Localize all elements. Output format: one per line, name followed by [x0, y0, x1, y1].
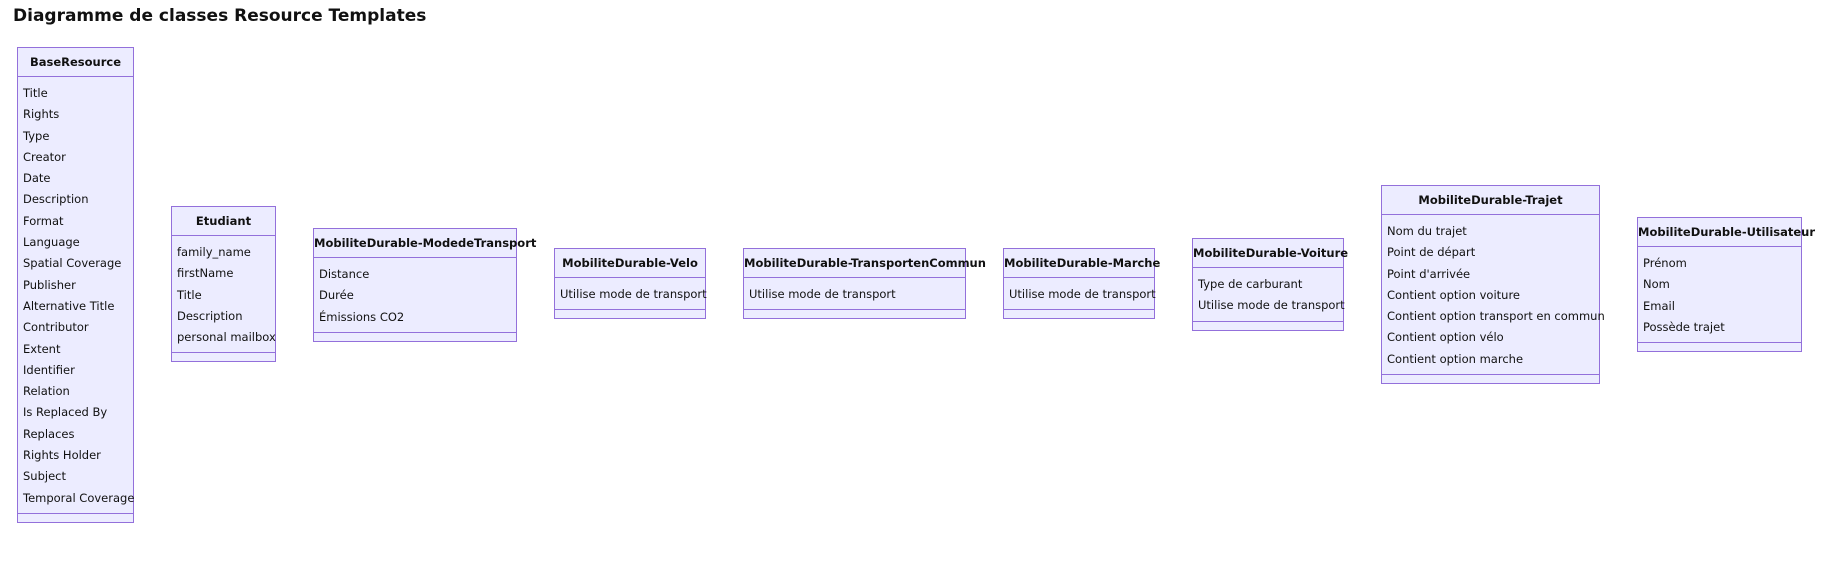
class-attribute: Point de départ: [1387, 245, 1476, 260]
class-methods-section: [1382, 374, 1599, 383]
class-methods-section: [744, 309, 965, 318]
class-attribute: personal mailbox: [177, 330, 276, 345]
class-attribute: Contient option transport en commun: [1387, 309, 1605, 324]
class-attribute: Type de carburant: [1198, 277, 1303, 291]
class-attribute: Email: [1643, 298, 1675, 313]
class-attribute: Relation: [23, 384, 70, 399]
class-attribute: Possède trajet: [1643, 319, 1725, 334]
class-attribute: Type: [23, 128, 50, 143]
class-name: MobiliteDurable-Voiture: [1193, 239, 1348, 268]
class-attributes: Utilise mode de transport: [555, 278, 707, 309]
class-attribute: Utilise mode de transport: [1009, 287, 1156, 301]
class-attribute: Is Replaced By: [23, 405, 108, 420]
class-attribute: Description: [177, 308, 243, 323]
class-name: MobiliteDurable-TransportenCommun: [744, 249, 986, 278]
class-name: MobiliteDurable-Marche: [1004, 249, 1160, 278]
class-marche: MobiliteDurable-Marche Utilise mode de t…: [1003, 248, 1160, 320]
class-attribute: Utilise mode de transport: [560, 287, 707, 301]
class-voiture: MobiliteDurable-Voiture Type de carburan…: [1192, 238, 1348, 331]
class-transport-en-commun: MobiliteDurable-TransportenCommun Utilis…: [743, 248, 986, 320]
page-title: Diagramme de classes Resource Templates: [13, 6, 427, 26]
class-methods-section: [555, 309, 705, 318]
class-methods-section: [1193, 320, 1343, 330]
class-attribute: Identifier: [23, 362, 75, 377]
class-methods-section: [314, 331, 516, 341]
class-name: Etudiant: [172, 207, 275, 236]
class-attribute: Rights Holder: [23, 448, 101, 463]
class-name: BaseResource: [18, 48, 133, 77]
class-mode-de-transport: MobiliteDurable-ModedeTransport Distance…: [313, 228, 536, 342]
class-attribute: Format: [23, 213, 64, 228]
class-attribute: Language: [23, 235, 80, 250]
class-attribute: Contributor: [23, 320, 89, 335]
class-attribute: Utilise mode de transport: [1198, 298, 1345, 313]
class-attributes: Utilise mode de transport: [1004, 278, 1156, 309]
class-attribute: Alternative Title: [23, 298, 115, 313]
class-attribute: Contient option vélo: [1387, 330, 1504, 345]
class-methods-section: [172, 352, 275, 361]
class-name: MobiliteDurable-ModedeTransport: [314, 229, 536, 258]
class-attribute: Description: [23, 192, 89, 207]
class-attribute: Title: [177, 287, 202, 302]
class-methods-section: [1638, 342, 1801, 351]
class-attribute: Subject: [23, 469, 66, 484]
class-attribute: Rights: [23, 107, 60, 122]
class-attribute: Prénom: [1643, 256, 1687, 270]
class-name: MobiliteDurable-Trajet: [1382, 186, 1599, 215]
class-methods-section: [1004, 309, 1154, 318]
class-attribute: Date: [23, 171, 51, 186]
class-attribute: Replaces: [23, 426, 75, 441]
class-attribute: family_name: [177, 245, 251, 259]
class-attribute: Title: [23, 86, 48, 100]
class-attribute: firstName: [177, 266, 234, 281]
class-attribute: Point d'arrivée: [1387, 266, 1471, 281]
class-attribute: Creator: [23, 149, 66, 164]
class-attribute: Distance: [319, 267, 370, 281]
class-attributes: Utilise mode de transport: [744, 278, 965, 309]
class-attribute: Durée: [319, 288, 354, 303]
class-name: MobiliteDurable-Velo: [555, 249, 705, 278]
class-attribute: Temporal Coverage: [23, 490, 135, 505]
class-attribute: Publisher: [23, 277, 76, 292]
class-attribute: Nom du trajet: [1387, 224, 1467, 238]
class-methods-section: [18, 512, 133, 522]
class-attribute: Utilise mode de transport: [749, 287, 896, 301]
class-attribute: Émissions CO2: [319, 309, 405, 324]
class-attribute: Contient option marche: [1387, 351, 1524, 366]
class-attribute: Extent: [23, 341, 61, 356]
class-attribute: Nom: [1643, 277, 1670, 292]
class-velo: MobiliteDurable-Velo Utilise mode de tra…: [554, 248, 707, 320]
class-name: MobiliteDurable-Utilisateur: [1638, 218, 1815, 247]
class-attribute: Contient option voiture: [1387, 287, 1520, 302]
class-attribute: Spatial Coverage: [23, 256, 122, 271]
